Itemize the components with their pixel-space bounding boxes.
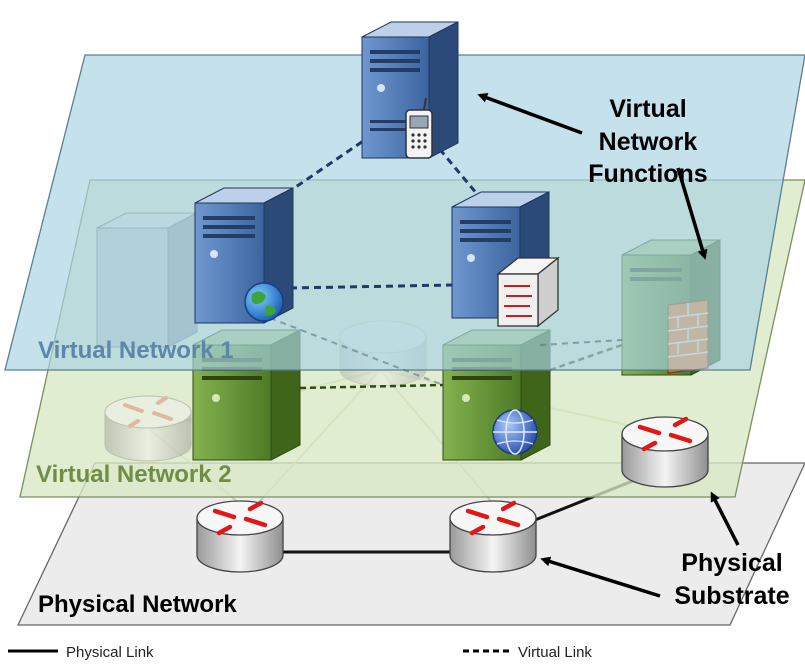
server-icon xyxy=(96,212,198,348)
legend-physical-link-label: Physical Link xyxy=(66,644,154,661)
arrow-to-router-right xyxy=(710,491,740,546)
arrow-to-firewall xyxy=(676,167,708,260)
router-icon xyxy=(449,500,537,573)
arrow-to-router-centre xyxy=(540,556,661,598)
arrow-to-vnf-server xyxy=(477,93,583,135)
vnf-label-line-2: Network xyxy=(599,128,698,156)
legend-virtual-link-label: Virtual Link xyxy=(518,644,592,661)
vnf-label-line-3: Functions xyxy=(588,160,707,188)
switch-icon xyxy=(496,256,560,328)
physical-substrate-line-1: Physical xyxy=(681,549,782,577)
virtual-link xyxy=(289,283,453,290)
router-icon xyxy=(104,395,192,462)
legend: Physical Link Virtual Link xyxy=(8,644,592,661)
router-icon xyxy=(621,416,709,488)
physical-network-label: Physical Network xyxy=(38,591,237,618)
physical-substrate-line-2: Substrate xyxy=(674,582,789,610)
virtual-network-1-label: Virtual Network 1 xyxy=(38,337,234,364)
virtual-links-vn1-faded xyxy=(269,317,623,386)
phone-icon xyxy=(405,97,433,159)
physical-substrate-label: Physical Substrate xyxy=(674,549,789,610)
router-icon xyxy=(196,500,284,573)
globe-icon xyxy=(492,409,538,455)
annotation-arrows xyxy=(477,93,740,598)
virtual-network-2-label: Virtual Network 2 xyxy=(36,461,232,488)
globe-icon xyxy=(244,282,284,322)
vnf-label-line-1: Virtual xyxy=(609,95,686,123)
virtual-link xyxy=(299,383,444,390)
vnf-label: Virtual Network Functions xyxy=(588,95,707,188)
